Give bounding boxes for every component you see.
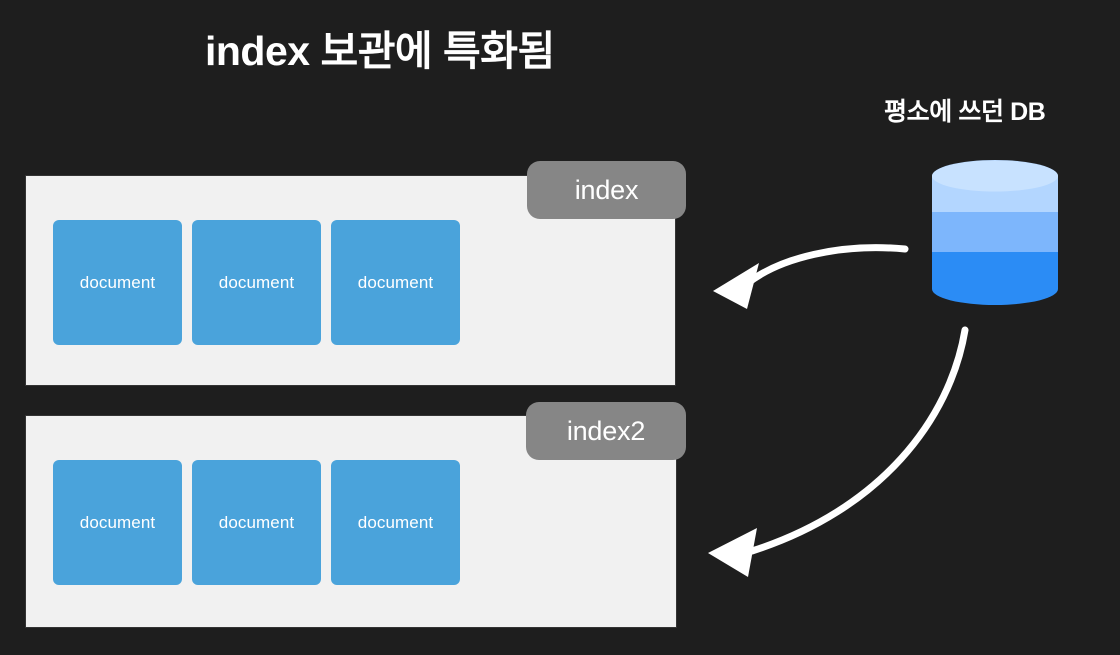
document-box[interactable]: document [192,460,321,585]
index-panel-2: document document document [26,416,676,627]
document-label: document [357,512,434,532]
index-badge-label: index2 [566,415,646,446]
document-box[interactable]: document [53,460,182,585]
index-badge-1[interactable]: index [527,161,686,219]
arrow-db-to-index2 [708,326,969,577]
index-badge-2[interactable]: index2 [526,402,686,460]
document-row-2: document document document [53,460,460,585]
database-cylinder-icon [930,160,1060,305]
page-title: index 보관에 특화됨 [205,28,555,74]
document-label: document [357,272,434,292]
document-box[interactable]: document [331,220,460,345]
document-label: document [218,512,295,532]
document-box[interactable]: document [192,220,321,345]
document-label: document [79,272,156,292]
index-badge-label: index [574,174,639,205]
arrow-db-to-index [713,244,909,309]
database-caption: 평소에 쓰던 DB [884,98,1046,126]
document-label: document [79,512,156,532]
document-row-1: document document document [53,220,460,345]
document-box[interactable]: document [331,460,460,585]
document-box[interactable]: document [53,220,182,345]
document-label: document [218,272,295,292]
